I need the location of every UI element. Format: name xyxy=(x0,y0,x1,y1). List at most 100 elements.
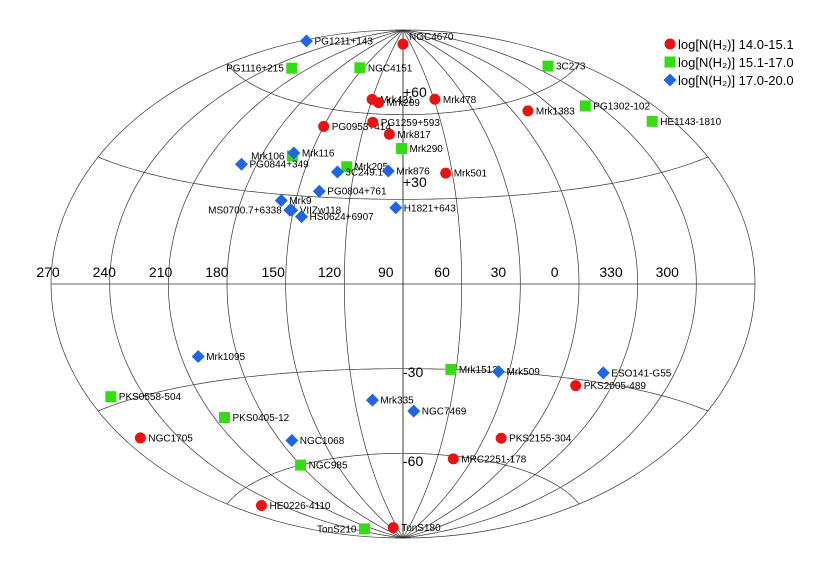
point-label: MRC2251-178 xyxy=(461,454,526,465)
legend-label: log[N(H₂)] 15.1-17.0 xyxy=(678,55,794,70)
data-point-circle xyxy=(440,167,452,179)
point-label: VIIZw118 xyxy=(300,206,342,217)
point-label: Mrk209 xyxy=(387,98,421,109)
legend-marker-diamond xyxy=(663,73,677,87)
point-label: Mrk501 xyxy=(454,169,488,180)
data-point-square xyxy=(295,459,307,471)
point-label: PG0844+349 xyxy=(250,160,310,171)
data-point-diamond xyxy=(312,184,326,198)
latitude-tick-label: +60 xyxy=(403,84,427,100)
point-label: Mrk290 xyxy=(410,144,444,155)
longitude-tick-label: 300 xyxy=(656,264,680,280)
point-label: TonS180 xyxy=(401,523,441,534)
longitude-tick-label: 90 xyxy=(378,264,394,280)
longitude-tick-label: 30 xyxy=(491,264,507,280)
data-point-diamond xyxy=(191,349,205,363)
data-point-circle xyxy=(429,93,441,105)
longitude-tick-label: 120 xyxy=(318,264,342,280)
data-point-circle xyxy=(447,453,459,465)
point-label: PG1302-102 xyxy=(593,101,650,112)
data-point-diamond xyxy=(389,201,403,215)
data-point-square xyxy=(542,60,554,72)
point-label: PG1259+593 xyxy=(381,118,441,129)
point-label: Mrk1513 xyxy=(459,365,498,376)
data-point-diamond xyxy=(299,34,313,48)
point-label: Mrk478 xyxy=(443,95,477,106)
point-label: HS0624+6907 xyxy=(310,212,375,223)
data-point-square xyxy=(286,62,298,74)
data-point-diamond xyxy=(285,433,299,447)
longitude-tick-label: 180 xyxy=(205,264,229,280)
point-label: NGC4670 xyxy=(409,32,454,43)
longitude-tick-label: 0 xyxy=(551,264,559,280)
point-label: PKS0405-12 xyxy=(233,413,290,424)
point-label: PG0953+414 xyxy=(332,122,392,133)
point-label: Mrk335 xyxy=(380,396,414,407)
grid-layer xyxy=(50,29,756,539)
longitude-tick-label: 270 xyxy=(36,264,60,280)
point-label: Mrk817 xyxy=(397,130,431,141)
longitude-tick-label: 330 xyxy=(599,264,623,280)
data-point-diamond xyxy=(407,404,421,418)
point-label: PKS2155-304 xyxy=(509,434,572,445)
data-point-square xyxy=(579,100,591,112)
point-label: PKS0558-504 xyxy=(119,392,182,403)
point-label: ESO141-G55 xyxy=(611,368,671,379)
point-label: 3C249.1 xyxy=(345,168,383,179)
data-point-diamond xyxy=(596,366,610,380)
point-label: PG0804+761 xyxy=(327,187,387,198)
data-point-square xyxy=(354,62,366,74)
point-label: NGC1705 xyxy=(148,433,193,444)
point-label: NGC1068 xyxy=(300,436,345,447)
data-point-circle xyxy=(318,120,330,132)
point-label: Mrk509 xyxy=(507,367,541,378)
point-label: Mrk116 xyxy=(302,149,335,160)
point-label: TonS210 xyxy=(317,524,357,535)
point-label: PKS2005-489 xyxy=(584,381,647,392)
data-point-circle xyxy=(383,128,395,140)
point-label: NGC7469 xyxy=(422,407,467,418)
data-point-circle xyxy=(570,380,582,392)
data-point-diamond xyxy=(330,165,344,179)
point-label: PG1116+215 xyxy=(226,64,284,75)
data-point-diamond xyxy=(381,164,395,178)
point-label: Mrk876 xyxy=(396,167,430,178)
longitude-tick-label: 150 xyxy=(262,264,286,280)
legend-label: log[N(H₂)] 14.0-15.1 xyxy=(678,37,794,52)
data-point-circle xyxy=(387,522,399,534)
legend-marker-square xyxy=(664,56,676,68)
data-point-circle xyxy=(373,97,385,109)
point-label: Mrk1095 xyxy=(206,352,245,363)
point-label: 3C273 xyxy=(556,62,586,73)
point-label: NGC985 xyxy=(309,461,348,472)
data-point-diamond xyxy=(285,203,299,217)
point-label: MS0700.7+6338 xyxy=(208,206,282,217)
legend: log[N(H₂)] 14.0-15.1 log[N(H₂)] 15.1-17.0… xyxy=(663,37,794,88)
data-point-diamond xyxy=(365,393,379,407)
data-point-circle xyxy=(255,499,267,511)
data-point-square xyxy=(219,412,231,424)
longitude-tick-label: 210 xyxy=(149,264,173,280)
point-label: Mrk421 xyxy=(380,95,414,106)
data-point-diamond xyxy=(274,193,288,207)
data-point-diamond xyxy=(491,365,505,379)
data-point-circle xyxy=(367,116,379,128)
data-point-square xyxy=(105,391,117,403)
point-label: HE0226-4110 xyxy=(270,501,331,512)
point-label: Mrk106 xyxy=(251,151,285,162)
data-point-circle xyxy=(495,432,507,444)
data-point-circle xyxy=(134,432,146,444)
point-label: NGC4151 xyxy=(368,63,413,74)
latitude-tick-label: +30 xyxy=(403,174,427,190)
data-point-circle xyxy=(397,38,409,50)
data-point-square xyxy=(445,363,457,375)
data-point-square xyxy=(396,143,408,155)
data-point-circle xyxy=(522,105,534,117)
longitude-tick-label: 240 xyxy=(93,264,117,280)
point-label: H1821+643 xyxy=(404,203,456,214)
data-point-diamond xyxy=(234,157,248,171)
point-label: Mrk1383 xyxy=(536,106,575,117)
